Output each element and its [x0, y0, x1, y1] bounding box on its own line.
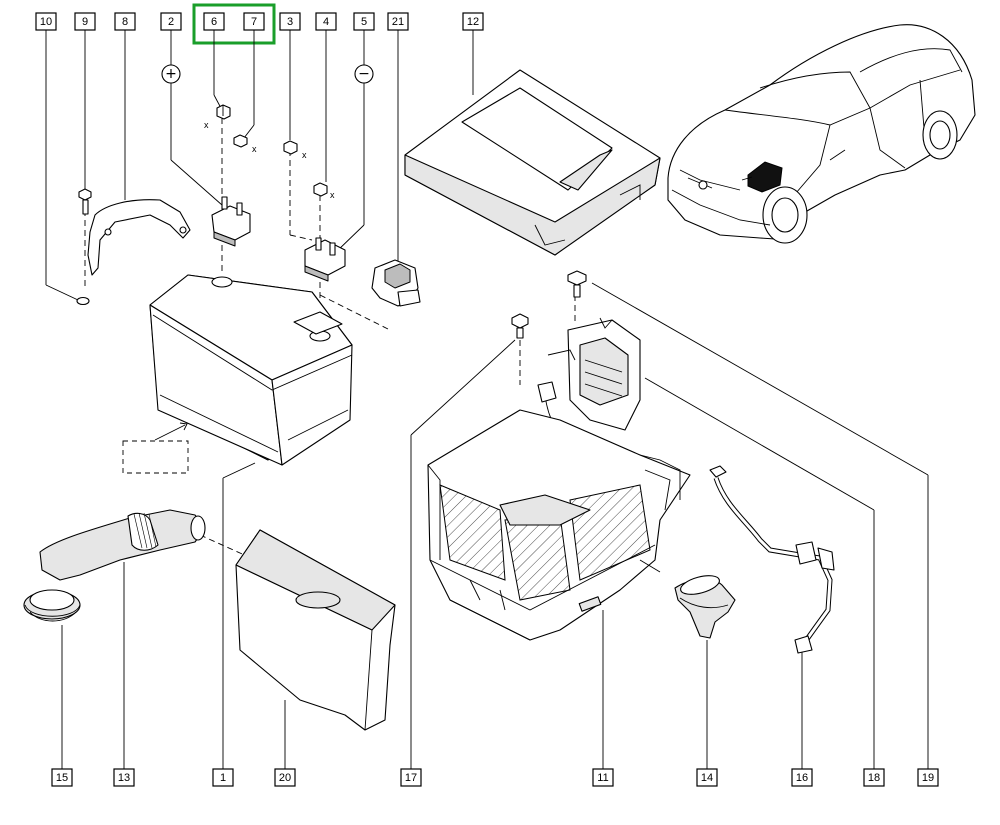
label-6[interactable]: 6: [203, 12, 225, 31]
svg-text:2: 2: [168, 16, 174, 28]
svg-text:1: 1: [220, 772, 226, 784]
svg-text:5: 5: [361, 16, 367, 28]
label-9[interactable]: 9: [74, 12, 96, 31]
negative-terminal-part-5: [304, 237, 346, 282]
label-14[interactable]: 14: [696, 768, 718, 787]
label-16[interactable]: 16: [791, 768, 813, 787]
svg-text:20: 20: [279, 772, 291, 784]
axis-mark-4: x: [330, 190, 335, 200]
label-2[interactable]: 2: [160, 12, 182, 31]
svg-text:16: 16: [796, 772, 808, 784]
drain-pipe-part-14: [674, 575, 736, 639]
nut-part-4: [313, 182, 328, 197]
washer-part-10: [76, 296, 90, 306]
svg-text:18: 18: [868, 772, 880, 784]
nut-part-6: [216, 104, 231, 120]
battery-protection-part-20: [235, 529, 396, 731]
svg-text:−: −: [358, 66, 370, 82]
fuse-box-part-18: [547, 317, 641, 431]
positive-terminal-part-2: [211, 196, 251, 247]
label-5[interactable]: 5: [353, 12, 375, 31]
svg-text:10: 10: [40, 16, 52, 28]
svg-text:11: 11: [597, 772, 608, 784]
nut-part-3: [283, 140, 298, 155]
label-3[interactable]: 3: [279, 12, 301, 31]
battery-tray-part-11: [427, 409, 691, 641]
axis-mark-2: x: [252, 144, 257, 154]
svg-text:19: 19: [922, 772, 934, 784]
vehicle-location-view: [667, 24, 976, 244]
battery-arrow: [154, 422, 188, 441]
clamp-bracket-part-8: [87, 199, 191, 276]
label-4[interactable]: 4: [315, 12, 337, 31]
svg-text:6: 6: [211, 16, 217, 28]
svg-text:14: 14: [701, 772, 713, 784]
screw-part-19: [567, 270, 587, 298]
leader-lines: [45, 30, 929, 769]
svg-text:4: 4: [323, 16, 329, 28]
tray-guide-line: [639, 559, 661, 573]
svg-text:7: 7: [251, 16, 257, 28]
label-13[interactable]: 13: [113, 768, 135, 787]
label-7[interactable]: 7: [243, 12, 265, 31]
label-18[interactable]: 18: [863, 768, 885, 787]
minus-symbol: −: [354, 64, 374, 84]
axis-mark-1: x: [204, 120, 209, 130]
svg-text:3: 3: [287, 16, 293, 28]
svg-text:+: +: [165, 66, 177, 82]
label-1[interactable]: 1: [212, 768, 234, 787]
svg-text:12: 12: [467, 16, 479, 28]
svg-text:13: 13: [118, 772, 130, 784]
svg-text:21: 21: [392, 16, 404, 28]
battery-location-marker: [747, 161, 783, 193]
axis-mark-3: x: [302, 150, 307, 160]
label-20[interactable]: 20: [274, 768, 296, 787]
battery-part-1: [149, 274, 353, 466]
cable-part-16: [709, 465, 835, 654]
air-duct-part-13: [39, 509, 206, 581]
svg-text:15: 15: [56, 772, 68, 784]
highlight-frame: [192, 3, 276, 45]
svg-text:9: 9: [82, 16, 88, 28]
grommet-part-15: [23, 589, 81, 622]
screw-part-17: [511, 313, 529, 339]
label-17[interactable]: 17: [400, 768, 422, 787]
label-21[interactable]: 21: [387, 12, 409, 31]
plus-symbol: +: [161, 64, 181, 84]
label-19[interactable]: 19: [917, 768, 939, 787]
battery-cover-part-12: [404, 69, 661, 256]
svg-text:8: 8: [122, 16, 128, 28]
nut-part-7: [233, 134, 248, 148]
battery-tray-outline: [122, 440, 189, 474]
label-8[interactable]: 8: [114, 12, 136, 31]
label-12[interactable]: 12: [462, 12, 484, 31]
bolt-part-9: [78, 188, 92, 215]
sensor-connector-part-21: [371, 259, 421, 307]
wiring-clip: [537, 381, 557, 403]
label-15[interactable]: 15: [51, 768, 73, 787]
label-10[interactable]: 10: [35, 12, 57, 31]
label-11[interactable]: 11: [592, 768, 614, 787]
svg-text:17: 17: [405, 772, 417, 784]
